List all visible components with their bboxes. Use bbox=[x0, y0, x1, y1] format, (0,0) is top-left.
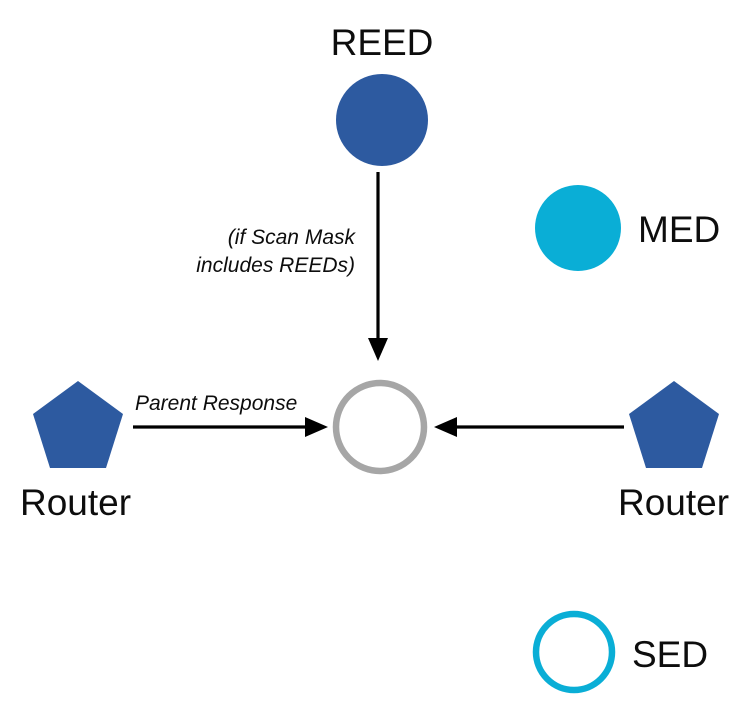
scan-mask-label-line-2: includes REEDs) bbox=[196, 254, 355, 277]
router-left-label: Router bbox=[20, 482, 131, 523]
sed-node-circle[interactable] bbox=[532, 610, 616, 694]
router-right-label: Router bbox=[618, 482, 729, 523]
router-right-node-pentagon[interactable] bbox=[629, 381, 719, 468]
parent-response-arrow-head bbox=[305, 417, 328, 437]
router-right-arrow-head bbox=[434, 417, 457, 437]
sed-label: SED bbox=[632, 634, 708, 675]
med-label: MED bbox=[638, 209, 720, 250]
med-node-circle[interactable] bbox=[535, 185, 621, 271]
reed-node-circle[interactable] bbox=[336, 74, 428, 166]
scan-mask-label-line-1: (if Scan Mask bbox=[228, 226, 357, 249]
reed-label: REED bbox=[331, 22, 434, 63]
parent-response-label: Parent Response bbox=[135, 392, 297, 415]
reed-to-center-arrow-head bbox=[368, 338, 388, 361]
center-node-circle[interactable] bbox=[332, 379, 428, 475]
router-left-node-pentagon[interactable] bbox=[33, 381, 123, 468]
